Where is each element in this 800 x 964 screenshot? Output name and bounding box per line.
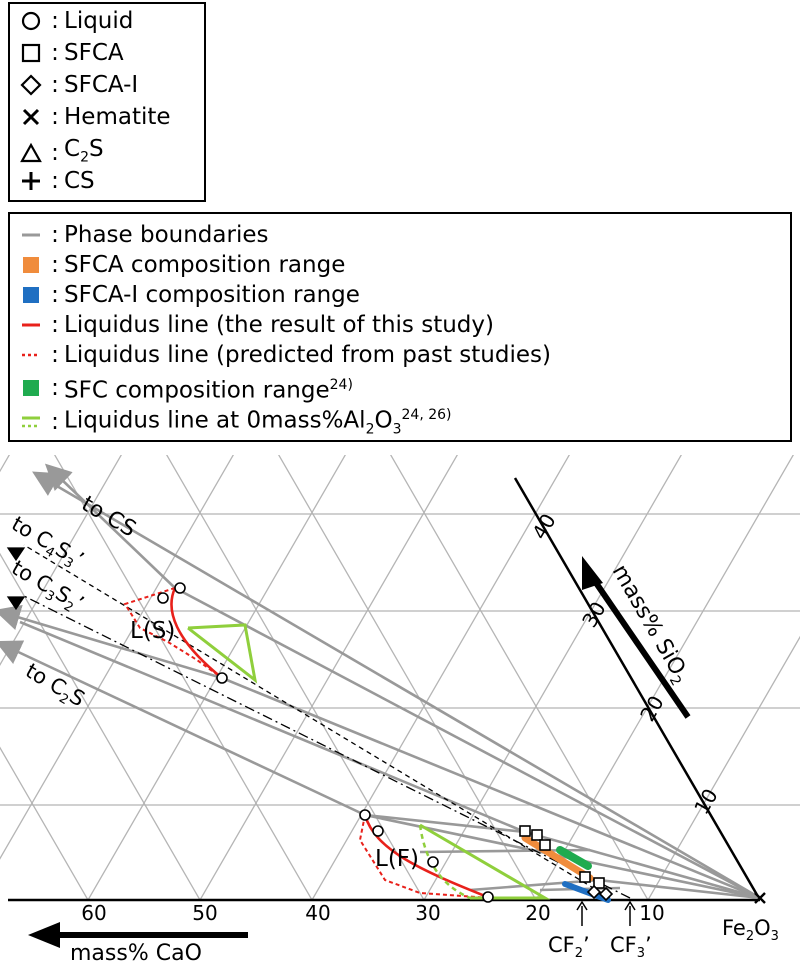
red-line-icon [16,312,46,338]
svg-text:CF2’: CF2’ [548,933,590,961]
cao-tick: 60 [81,901,106,925]
legend-label-sfca-i: SFCA-I [64,72,139,98]
sfca-marker [593,877,605,889]
legend-row-sfca-i: : SFCA-I [16,72,138,98]
sfca-i-marker [586,884,602,900]
red-dotted-line-icon [16,342,46,368]
sfca-marker [519,825,531,837]
marker-legend: : Liquid : SFCA : SFCA-I : Hematite : C2… [8,2,206,202]
cao-tick: 30 [415,901,440,925]
liquid-marker [359,809,371,821]
sfca-i-markers [586,884,614,902]
legend-row-sfca-range: : SFCA composition range [16,252,345,278]
sio2-axis-arrow: mass% SiO2 [582,556,694,719]
sfca-marker [531,829,543,841]
light-green-line-icon [16,409,46,435]
green-square-icon [16,375,46,401]
fe2o3-label: Fe2O3 [722,916,779,944]
legend-label-sfca-i-range: SFCA-I composition range [64,282,360,308]
up-arrow-icon [582,556,603,590]
liquid-marker [482,891,494,903]
gray-line-icon [16,222,46,248]
sfca-i-marker [598,886,614,902]
orange-square-icon [16,252,46,278]
sfc-range-band [556,846,592,870]
to-c2s-label: to C2S [20,659,89,715]
ls-region-label: L(S) [130,618,175,644]
legend-label-liquidus-predicted: Liquidus line (predicted from past studi… [64,342,551,368]
liquid-marker [174,582,186,594]
legend-row-liquidus-this-study: : Liquidus line (the result of this stud… [16,312,494,338]
sio2-axis-label: mass% SiO2 [604,561,694,689]
lf-region [358,814,551,900]
legend-label-sfca: SFCA [64,40,124,66]
liquid-marker [157,592,169,604]
cao-axis-label: mass% CaO [70,941,202,964]
plus-icon [16,168,46,194]
legend-row-phase-boundaries: : Phase boundaries [16,222,268,248]
svg-text:CF3’: CF3’ [610,933,652,961]
legend-label-liquidus-this-study: Liquidus line (the result of this study) [64,312,494,338]
legend-label-cs: CS [64,168,95,194]
sio2-tick-labels: 40 30 20 10 [527,509,723,818]
cao-tick-labels: 60 50 40 30 20 10 [81,901,664,925]
legend-row-liquidus-zero-al: : Liquidus line at 0mass%Al2O324, 26) [16,402,452,442]
cao-tick: 20 [525,901,550,925]
cao-tick: 10 [639,901,664,925]
blue-square-icon [16,282,46,308]
c4s3-arrowhead-icon [6,547,26,562]
sfca-marker [579,871,591,883]
legend-label-hematite: Hematite [64,104,171,130]
legend-label-liquidus-zero-al: Liquidus line at 0mass%Al2O324, 26) [64,407,452,438]
liquid-marker [216,672,228,684]
liquid-marker [372,825,384,837]
c3s2-arrowhead-icon [6,596,26,611]
legend-row-sfca: : SFCA [16,40,124,66]
cf2-annotation: CF2’ [548,900,590,961]
legend-row-liquid: : Liquid [16,8,133,34]
legend-row-sfca-i-range: : SFCA-I composition range [16,282,360,308]
cf3-annotation: CF3’ [610,900,652,961]
liquid-marker [427,856,439,868]
lf-region-label: L(F) [375,846,419,872]
cao-tick: 40 [305,901,330,925]
line-legend: : Phase boundaries : SFCA composition ra… [8,212,792,442]
cao-axis-arrow: mass% CaO [28,922,248,964]
liquid-markers [157,582,494,903]
legend-row-liquidus-predicted: : Liquidus line (predicted from past stu… [16,342,551,368]
to-cs-label: to CS [77,492,140,543]
phase-boundaries [0,463,761,900]
sfca-i-range-band [562,881,611,903]
cross-icon [16,104,46,130]
circle-icon [16,8,46,34]
legend-label-phase-boundaries: Phase boundaries [64,222,269,248]
sfca-marker [539,839,551,851]
square-icon [16,40,46,66]
legend-label-liquid: Liquid [64,8,134,34]
diamond-icon [16,72,46,98]
sfca-range-band [521,834,594,882]
triangle-icon [16,140,46,166]
legend-label-sfca-range: SFCA composition range [64,252,346,278]
ternary-phase-diagram: 60 50 40 30 20 10 40 30 20 10 mass% CaO … [0,455,800,964]
sio2-tick: 10 [689,784,723,818]
sio2-axis [513,477,762,901]
legend-label-sfc-range: SFC composition range24) [64,377,353,404]
legend-row-cs: : CS [16,168,95,194]
ls-region [123,587,258,684]
hematite-marker [754,892,766,904]
left-arrow-icon [28,922,60,948]
sfca-markers [519,825,605,889]
cao-tick: 50 [192,901,217,925]
legend-row-c2s: : C2S [16,136,104,171]
tie-lines [6,544,631,899]
legend-row-hematite: : Hematite [16,104,171,130]
legend-row-sfc-range: : SFC composition range24) [16,372,353,404]
legend-label-c2s: C2S [64,136,104,166]
